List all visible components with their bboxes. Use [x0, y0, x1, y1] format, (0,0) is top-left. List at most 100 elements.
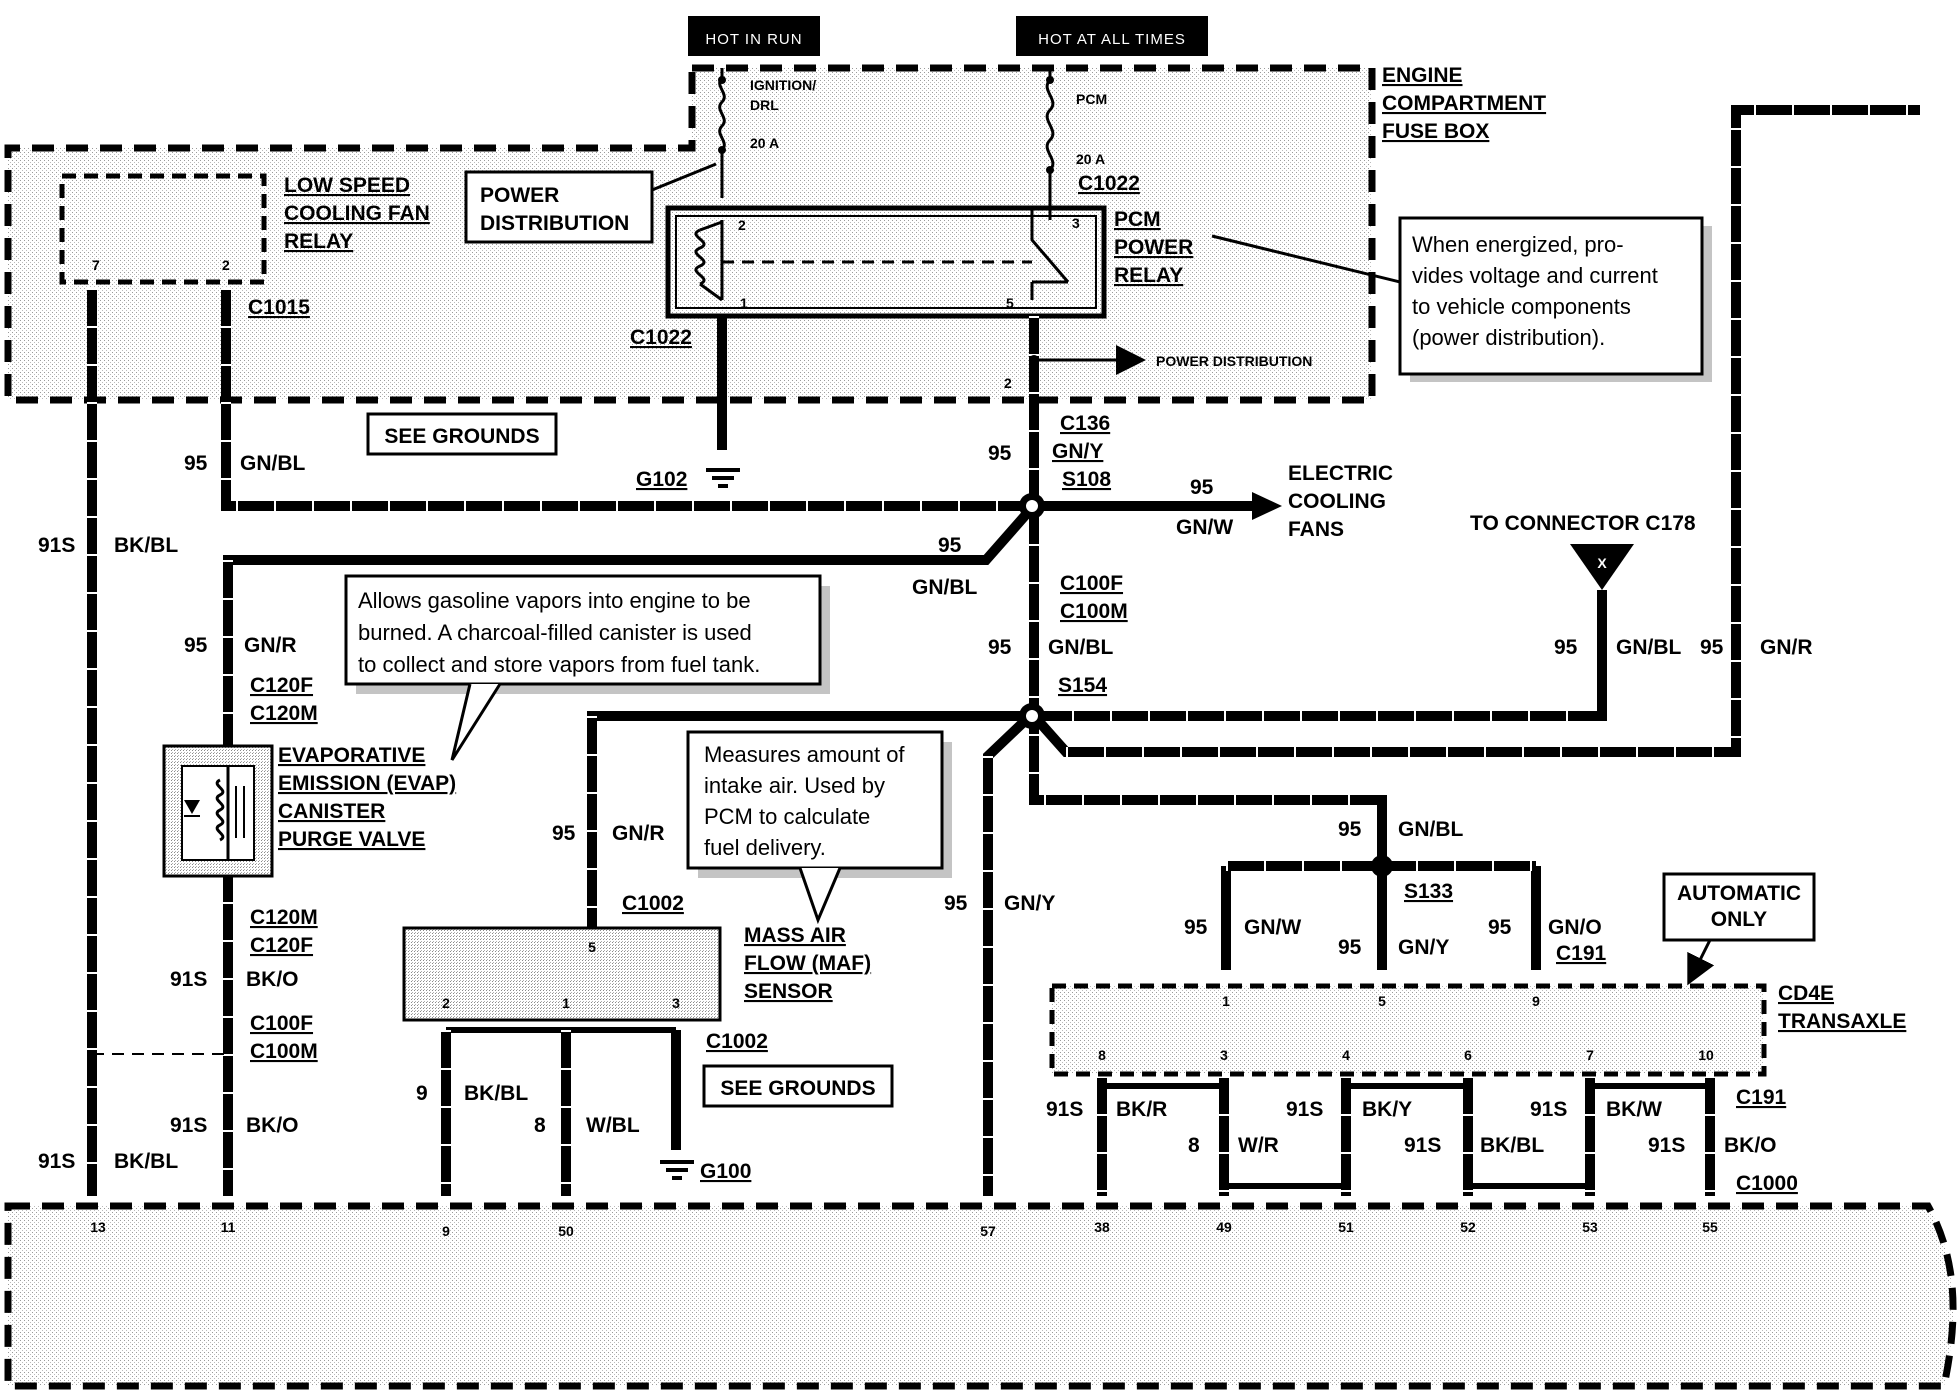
c1022-top-label: C1022 — [1078, 172, 1140, 195]
maf-callout: Measures amount of intake air. Used by P… — [686, 730, 952, 925]
power-distribution-arrow: POWER DISTRIBUTION — [1034, 345, 1312, 375]
svg-text:fuel delivery.: fuel delivery. — [704, 835, 826, 860]
svg-text:IGNITION/: IGNITION/ — [750, 77, 816, 93]
pcm-pin-9: 9 — [442, 1223, 450, 1239]
c1002-label-top: C1002 — [622, 892, 684, 915]
w-95-g: 95 — [1554, 636, 1578, 659]
w-91s-b: 91S — [170, 968, 207, 991]
pcm-module — [4, 1202, 1957, 1390]
w-gnr-c: GN/R — [612, 822, 665, 845]
to-c178-label: TO CONNECTOR C178 — [1470, 512, 1696, 535]
maf-label-2: FLOW (MAF) — [744, 952, 871, 975]
w-bkbl-a: BK/BL — [114, 534, 178, 557]
w-95-f: 95 — [988, 636, 1012, 659]
svg-text:intake air. Used by: intake air. Used by — [704, 773, 885, 798]
ecf-label-1: ELECTRIC — [1288, 462, 1393, 485]
svg-text:RELAY: RELAY — [284, 230, 353, 253]
relay-callout: When energized, pro- vides voltage and c… — [1211, 216, 1712, 382]
svg-text:ENGINE: ENGINE — [1382, 64, 1463, 87]
automatic-only-box: AUTOMATIC ONLY — [1662, 872, 1816, 986]
relay-output-pin-2: 2 — [1004, 375, 1012, 391]
svg-text:5: 5 — [1006, 295, 1014, 311]
w-95-a: 95 — [184, 452, 208, 475]
w-91s-a: 91S — [38, 534, 75, 557]
transaxle-pin-1: 1 — [1222, 993, 1230, 1009]
transaxle-pin-5: 5 — [1378, 993, 1386, 1009]
svg-text:3: 3 — [1072, 215, 1080, 231]
svg-text:FUSE BOX: FUSE BOX — [1382, 120, 1489, 143]
w-gnw-a: GN/W — [1176, 516, 1233, 539]
svg-text:RELAY: RELAY — [1114, 264, 1183, 287]
w-95-c: 95 — [1190, 476, 1214, 499]
w-95-d: 95 — [938, 534, 962, 557]
maf-sensor: 5 2 1 3 — [402, 926, 722, 1022]
wire-gnr-offpage — [1030, 105, 1920, 757]
c120f-label-1: C120F — [250, 674, 313, 697]
pcm-power-relay: 2 3 1 5 — [665, 205, 1107, 319]
fan-relay-pin-2: 2 — [222, 257, 230, 273]
g100-label: G100 — [700, 1160, 751, 1183]
evap-label: EVAPORATIVE EMISSION (EVAP) CANISTER PUR… — [278, 744, 456, 851]
c1015-label: C1015 — [248, 296, 310, 319]
fuse-box-title: ENGINE COMPARTMENT FUSE BOX — [1382, 64, 1546, 143]
hot-at-all-times-header: HOT AT ALL TIMES — [1016, 16, 1208, 56]
w-95-l: 95 — [1184, 916, 1208, 939]
low-speed-cooling-fan-relay — [59, 173, 267, 285]
hot-in-run-header: HOT IN RUN — [688, 16, 820, 56]
wire-gnbl-c178 — [1034, 590, 1607, 721]
pcm-pin-53: 53 — [1582, 1219, 1598, 1235]
w-bko-c: BK/O — [1724, 1134, 1777, 1157]
w-91s-d: 91S — [38, 1150, 75, 1173]
pcm-pin-11: 11 — [221, 1219, 236, 1235]
transaxle-pin-8: 8 — [1098, 1047, 1106, 1063]
svg-text:to collect and store vapors fr: to collect and store vapors from fuel ta… — [358, 652, 760, 677]
see-grounds-box-2: SEE GROUNDS — [702, 1064, 894, 1108]
ecf-label-3: FANS — [1288, 518, 1344, 541]
cd4e-transaxle — [1049, 983, 1767, 1077]
svg-text:POWER DISTRIBUTION: POWER DISTRIBUTION — [1156, 353, 1312, 369]
pcm-pin-50: 50 — [558, 1223, 574, 1239]
pcm-pin-13: 13 — [90, 1219, 106, 1235]
wire-gny-pcm57 — [983, 712, 1034, 1196]
transaxle-pin-4: 4 — [1342, 1047, 1350, 1063]
w-bko-a: BK/O — [246, 968, 299, 991]
w-bkbl-c: BK/BL — [464, 1082, 528, 1105]
svg-text:Allows gasoline vapors into en: Allows gasoline vapors into engine to be — [358, 588, 751, 613]
g102-label: G102 — [636, 468, 687, 491]
w-95-e: 95 — [184, 634, 208, 657]
w-gnbl-a: GN/BL — [240, 452, 306, 475]
ground-g100-symbol — [660, 1160, 694, 1180]
see-grounds-box-1: SEE GROUNDS — [366, 412, 558, 456]
s108-label: S108 — [1062, 468, 1111, 491]
evap-callout: Allows gasoline vapors into engine to be… — [344, 574, 830, 761]
c1000-label: C1000 — [1736, 1172, 1798, 1195]
maf-label-1: MASS AIR — [744, 924, 846, 947]
c191-label-top: C191 — [1556, 942, 1607, 965]
c100m-label-left: C100M — [250, 1040, 318, 1063]
evap-purge-valve — [162, 744, 274, 878]
svg-text:20 A: 20 A — [750, 135, 779, 151]
pcm-pin-38: 38 — [1094, 1219, 1110, 1235]
w-gnw-b: GN/W — [1244, 916, 1301, 939]
svg-text:ONLY: ONLY — [1711, 908, 1767, 931]
svg-text:POWER: POWER — [480, 184, 559, 207]
pcm-power-relay-label: PCM POWER RELAY — [1114, 208, 1193, 287]
pcm-pin-51: 51 — [1338, 1219, 1354, 1235]
transaxle-pin-9: 9 — [1532, 993, 1540, 1009]
c1002-label-bottom: C1002 — [706, 1030, 768, 1053]
w-95-m: 95 — [1338, 936, 1362, 959]
svg-text:POWER: POWER — [1114, 236, 1193, 259]
maf-label-3: SENSOR — [744, 980, 833, 1003]
w-95-b: 95 — [988, 442, 1012, 465]
c100f-label-left: C100F — [250, 1012, 313, 1035]
w-95-h: 95 — [1700, 636, 1724, 659]
fan-relay-pin-7: 7 — [92, 257, 100, 273]
w-gnbl-b: GN/BL — [912, 576, 978, 599]
w-9: 9 — [416, 1082, 428, 1105]
pcm-pin-57: 57 — [980, 1223, 996, 1239]
svg-text:DRL: DRL — [750, 97, 779, 113]
transaxle-pin-3: 3 — [1220, 1047, 1228, 1063]
s133-label: S133 — [1404, 880, 1453, 903]
w-gnr-b: GN/R — [1760, 636, 1813, 659]
svg-text:2: 2 — [442, 995, 450, 1011]
